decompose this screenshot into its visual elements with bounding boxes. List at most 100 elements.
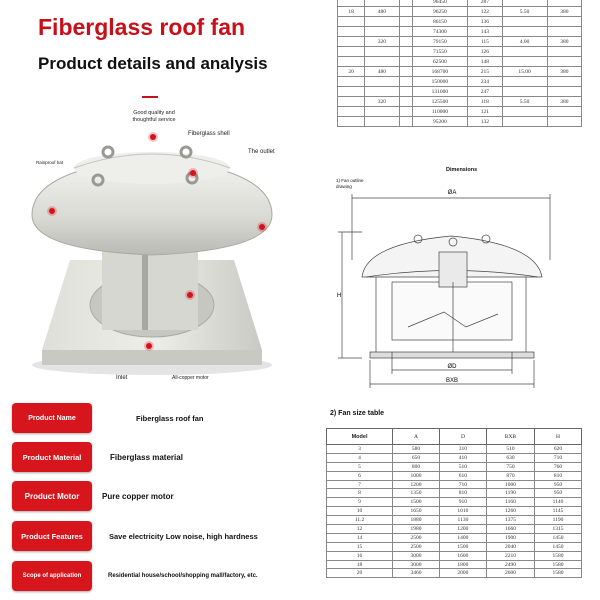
size-cell: 20 — [325, 568, 394, 579]
size-cell: 650 — [392, 452, 440, 463]
marker-outlet — [259, 224, 265, 230]
size-cell: 2490 — [485, 559, 536, 570]
perf-cell: 5.50 — [501, 6, 548, 17]
perf-cell — [398, 76, 413, 87]
perf-cell — [364, 16, 400, 27]
perf-cell — [336, 116, 366, 127]
size-cell: 810 — [438, 488, 487, 499]
spec-label-scope: Scope of application — [12, 561, 92, 591]
perf-cell — [336, 86, 366, 97]
perf-cell: 86150 — [411, 16, 469, 27]
perf-cell — [398, 26, 413, 37]
spec-value-name: Fiberglass roof fan — [136, 413, 204, 423]
size-cell: 14 — [325, 532, 394, 543]
size-cell: 750 — [485, 461, 536, 472]
perf-cell — [336, 36, 366, 47]
size-cell: 1200 — [392, 479, 440, 490]
perf-cell: 136 — [467, 16, 503, 27]
size-table-title: 2) Fan size table — [330, 410, 385, 417]
perf-cell: 62500 — [411, 56, 469, 67]
perf-cell — [398, 86, 413, 97]
size-cell: 580 — [392, 444, 440, 454]
size-cell: 1000 — [485, 479, 536, 490]
perf-cell — [398, 36, 413, 47]
perf-cell — [398, 96, 413, 107]
perf-cell — [546, 106, 583, 117]
perf-cell: 132 — [467, 116, 503, 127]
perf-cell — [336, 76, 366, 87]
perf-cell — [364, 56, 400, 67]
size-cell: 410 — [438, 452, 487, 463]
perf-cell — [501, 46, 548, 57]
size-cell: 620 — [534, 444, 582, 454]
perf-cell — [398, 46, 413, 57]
perf-cell: 380 — [546, 6, 583, 17]
size-cell: 6 — [325, 470, 394, 481]
size-cell: 510 — [485, 444, 536, 454]
size-cell: 1160 — [485, 497, 536, 508]
size-cell: 1145 — [534, 506, 582, 517]
size-cell: 1190 — [534, 515, 582, 526]
size-cell: 9 — [325, 497, 394, 508]
size-cell: 510 — [438, 461, 487, 472]
perf-cell: 126 — [467, 46, 503, 57]
size-cell: 870 — [485, 470, 536, 481]
size-cell: 10 — [325, 506, 394, 517]
size-cell: 1650 — [392, 506, 440, 517]
size-cell: 1350 — [392, 488, 440, 499]
perf-cell — [546, 116, 583, 127]
size-header-cell: H — [534, 428, 582, 445]
perf-cell: 320 — [364, 36, 400, 47]
perf-cell — [501, 16, 548, 27]
size-cell: 1600 — [438, 550, 487, 561]
perf-cell: 74300 — [411, 26, 469, 37]
perf-cell — [336, 16, 366, 27]
perf-cell — [336, 46, 366, 57]
size-cell: 5 — [325, 461, 394, 472]
perf-cell: 480 — [364, 66, 400, 77]
perf-cell: 215 — [467, 66, 503, 77]
page-title: Fiberglass roof fan — [38, 14, 246, 40]
perf-cell — [398, 16, 413, 27]
size-header-cell: Model — [325, 428, 394, 445]
perf-cell — [336, 56, 366, 67]
perf-cell: 20 — [336, 66, 366, 77]
size-cell: 950 — [534, 479, 582, 490]
spec-label-features: Product Features — [12, 521, 92, 551]
perf-cell: 480 — [364, 6, 400, 17]
perf-cell — [398, 116, 413, 127]
label-bxb: BXB — [446, 378, 458, 384]
perf-cell — [546, 56, 583, 67]
size-cell: 1190 — [485, 488, 536, 499]
perf-cell — [501, 26, 548, 37]
spec-row-scope: Scope of application Residential house/s… — [12, 561, 312, 591]
size-header-cell: BXB — [485, 428, 536, 445]
size-header-cell: A — [392, 428, 440, 445]
size-cell: 12 — [325, 524, 394, 534]
size-cell: 1000 — [392, 470, 440, 481]
callout-outlet: The outlet — [248, 149, 275, 155]
perf-cell — [364, 76, 400, 87]
marker-rainproof — [49, 208, 55, 214]
perf-cell — [364, 46, 400, 57]
size-cell: 1580 — [534, 568, 582, 579]
spec-label-material: Product Material — [12, 442, 92, 472]
size-cell: 4 — [325, 452, 394, 463]
size-cell: 1200 — [438, 524, 487, 534]
